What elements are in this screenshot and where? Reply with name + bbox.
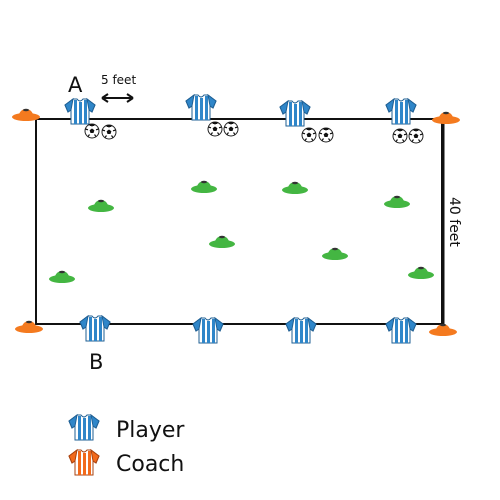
legend-player-label: Player bbox=[116, 418, 185, 443]
player-jersey-icon bbox=[192, 317, 224, 344]
soccer-ball-icon bbox=[223, 121, 239, 137]
soccer-ball-icon bbox=[392, 128, 408, 144]
green-cone-icon bbox=[191, 180, 217, 193]
corner-cone-icon bbox=[429, 323, 457, 336]
spacing-arrow-icon bbox=[101, 93, 134, 103]
soccer-ball-icon bbox=[101, 124, 117, 140]
soccer-ball-icon bbox=[207, 121, 223, 137]
field-boundary bbox=[35, 118, 443, 325]
green-cone-icon bbox=[384, 195, 410, 208]
corner-cone-icon bbox=[432, 111, 460, 124]
player-jersey-icon bbox=[385, 317, 417, 344]
green-cone-icon bbox=[322, 247, 348, 260]
player-jersey-icon bbox=[79, 315, 111, 342]
player-jersey-icon bbox=[185, 94, 217, 121]
soccer-ball-icon bbox=[318, 127, 334, 143]
width-label: 40 feet bbox=[446, 197, 462, 247]
green-cone-icon bbox=[408, 266, 434, 279]
player-jersey-icon bbox=[64, 98, 96, 125]
soccer-ball-icon bbox=[408, 128, 424, 144]
group-a-label: A bbox=[68, 73, 83, 97]
green-cone-icon bbox=[88, 199, 114, 212]
green-cone-icon bbox=[49, 270, 75, 283]
corner-cone-icon bbox=[12, 108, 40, 121]
green-cone-icon bbox=[209, 235, 235, 248]
soccer-ball-icon bbox=[301, 127, 317, 143]
corner-cone-icon bbox=[15, 320, 43, 333]
soccer-ball-icon bbox=[84, 123, 100, 139]
green-cone-icon bbox=[282, 181, 308, 194]
legend-coach-icon bbox=[68, 449, 100, 476]
group-b-label: B bbox=[89, 350, 103, 374]
legend: Player Coach bbox=[68, 414, 185, 477]
player-jersey-icon bbox=[279, 100, 311, 127]
legend-coach-label: Coach bbox=[116, 452, 184, 477]
spacing-label: 5 feet bbox=[101, 73, 136, 87]
legend-player-icon bbox=[68, 414, 100, 441]
player-jersey-icon bbox=[385, 98, 417, 125]
player-jersey-icon bbox=[285, 317, 317, 344]
